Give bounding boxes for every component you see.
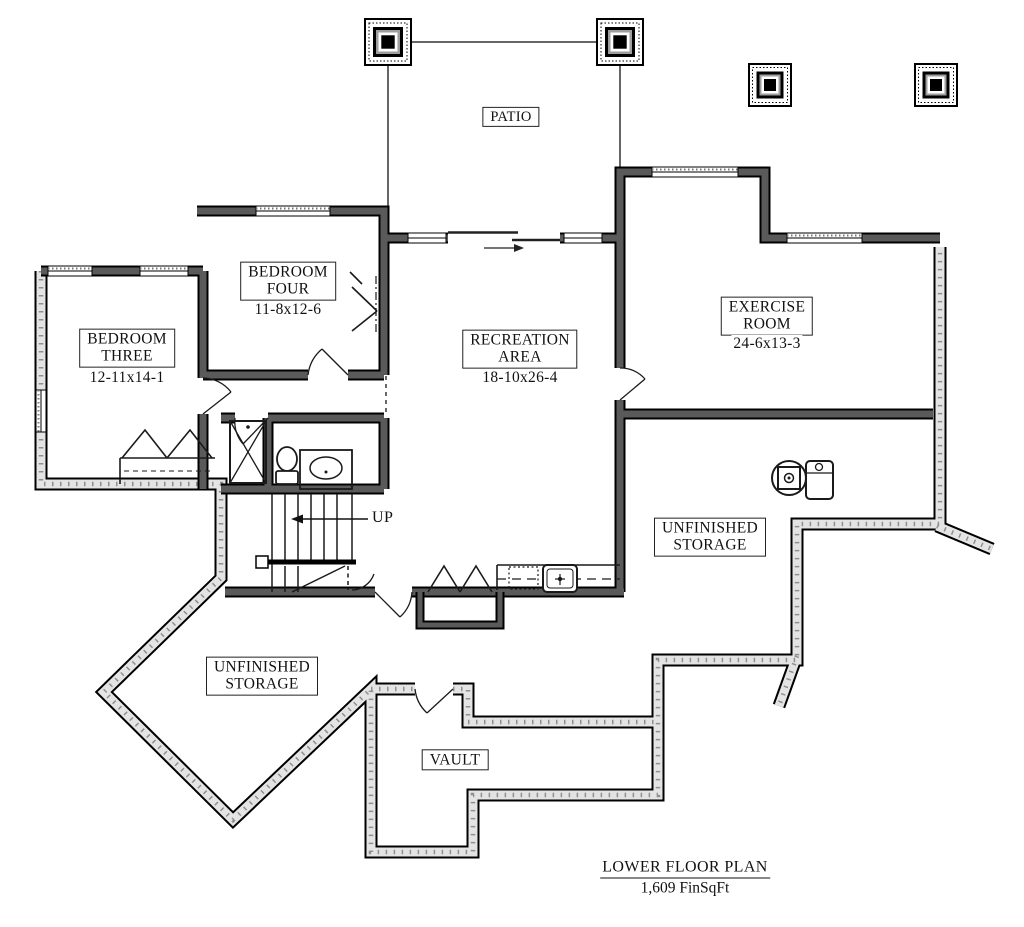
window-icon bbox=[651, 166, 739, 178]
bedroom-three-dims: 12-11x14-1 bbox=[87, 369, 167, 387]
door-arcs bbox=[202, 348, 646, 714]
shower-icon bbox=[229, 420, 267, 484]
sliding-door bbox=[448, 231, 560, 252]
patio-column-icon bbox=[596, 18, 644, 66]
up-arrow bbox=[291, 514, 368, 524]
window-icon bbox=[407, 232, 447, 244]
window-icon bbox=[35, 389, 47, 433]
vault-label: VAULT bbox=[421, 749, 489, 771]
patio-column-icon bbox=[914, 63, 958, 107]
stairs-up-label: UP bbox=[372, 509, 394, 526]
plan-title: LOWER FLOOR PLAN bbox=[600, 859, 770, 879]
window-icon bbox=[786, 232, 863, 244]
patio-column-icon bbox=[748, 63, 792, 107]
toilet-icon bbox=[275, 446, 299, 485]
windows bbox=[35, 166, 863, 433]
vanity-sink-icon bbox=[299, 449, 353, 490]
bedroom-four-dims: 11-8x12-6 bbox=[252, 301, 324, 319]
window-icon bbox=[563, 232, 603, 244]
patio-outline bbox=[387, 41, 621, 236]
exercise-room-label: EXERCISE ROOM bbox=[720, 296, 814, 336]
recreation-area-dims: 18-10x26-4 bbox=[480, 369, 560, 387]
closet-doors bbox=[119, 271, 493, 593]
dishwasher-icon bbox=[508, 566, 539, 590]
patio-label: PATIO bbox=[482, 106, 540, 128]
unfinished-storage-left-label: UNFINISHED STORAGE bbox=[206, 656, 318, 696]
patio-column-icon bbox=[364, 18, 412, 66]
bar-sink-icon bbox=[542, 564, 578, 593]
unfinished-storage-right-label: UNFINISHED STORAGE bbox=[654, 517, 766, 557]
stairs bbox=[255, 494, 356, 593]
bedroom-four-label: BEDROOM FOUR bbox=[240, 261, 336, 301]
water-heater-icon bbox=[771, 460, 807, 496]
bedroom-three-label: BEDROOM THREE bbox=[79, 328, 175, 368]
exercise-room-dims: 24-6x13-3 bbox=[731, 335, 803, 353]
plan-title-block: LOWER FLOOR PLAN 1,609 FinSqFt bbox=[600, 859, 770, 898]
window-icon bbox=[139, 265, 189, 277]
window-icon bbox=[255, 205, 331, 217]
window-icon bbox=[47, 265, 93, 277]
recreation-area-label: RECREATION AREA bbox=[462, 329, 578, 369]
plan-sqft: 1,609 FinSqFt bbox=[640, 879, 730, 897]
furnace-icon bbox=[805, 460, 834, 500]
